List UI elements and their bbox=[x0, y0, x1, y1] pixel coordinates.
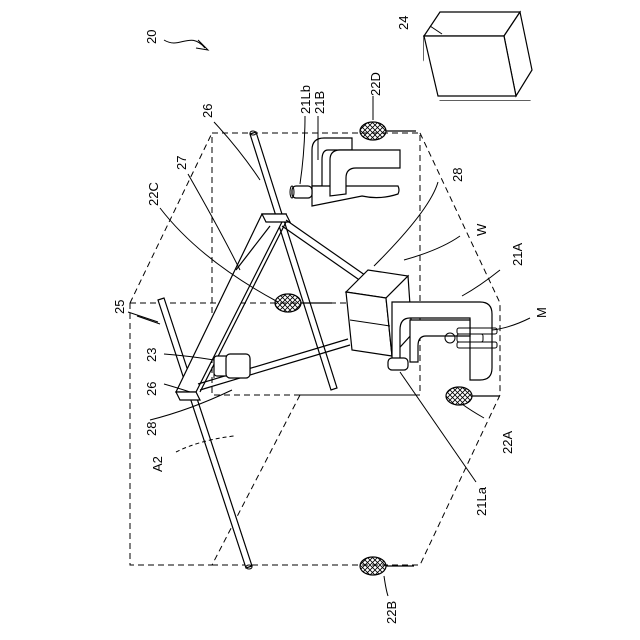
label-26-left: 26 bbox=[144, 382, 159, 396]
label-A2: A2 bbox=[150, 456, 165, 472]
label-M: M bbox=[534, 307, 549, 318]
label-28-top: 28 bbox=[450, 168, 465, 182]
label-W: W bbox=[474, 223, 489, 236]
sensor-22B bbox=[360, 557, 414, 575]
label-20: 20 bbox=[144, 30, 159, 44]
sensor-22A bbox=[446, 387, 500, 405]
gripper-21B bbox=[290, 138, 400, 206]
camera-unit bbox=[214, 354, 250, 378]
controller-box-outline bbox=[424, 8, 532, 100]
label-22B: 22B bbox=[384, 601, 399, 624]
gantry-frame bbox=[176, 214, 372, 400]
label-23: 23 bbox=[144, 348, 159, 362]
label-22C: 22C bbox=[146, 182, 161, 206]
label-21Lb: 21Lb bbox=[298, 85, 313, 114]
label-26-top: 26 bbox=[200, 104, 215, 118]
sensor-22D bbox=[360, 122, 416, 140]
rail-stub-25 bbox=[137, 316, 160, 324]
label-21La: 21La bbox=[474, 486, 489, 516]
label-24: 24 bbox=[396, 16, 411, 30]
label-21B: 21B bbox=[312, 91, 327, 114]
label-22D: 22D bbox=[368, 72, 383, 96]
label-27: 27 bbox=[174, 156, 189, 170]
label-21A: 21A bbox=[510, 243, 525, 266]
label-22A: 22A bbox=[500, 431, 515, 454]
label-25: 25 bbox=[112, 300, 127, 314]
label-28-left: 28 bbox=[144, 422, 159, 436]
